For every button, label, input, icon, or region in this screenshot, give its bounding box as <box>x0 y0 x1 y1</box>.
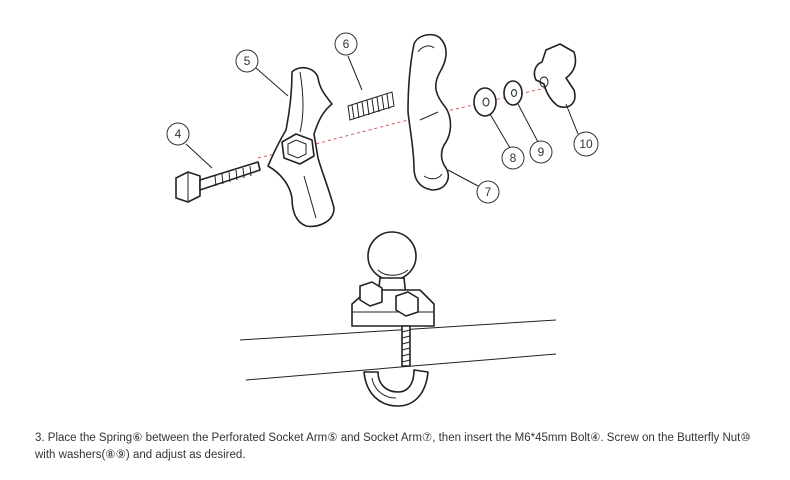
callout-7: 7 <box>447 169 500 204</box>
bolt-m6x45 <box>175 161 261 203</box>
assembly-instruction-text: 3. Place the Spring⑥ between the Perfora… <box>35 432 751 461</box>
washer-large <box>473 87 497 117</box>
washer-small <box>503 80 523 106</box>
callout-label-10: 10 <box>579 137 593 151</box>
callout-label-5: 5 <box>244 54 251 68</box>
spring <box>347 91 395 121</box>
socket-arm <box>407 33 452 191</box>
callout-label-9: 9 <box>538 145 545 159</box>
clamp-bolt-right <box>395 291 419 317</box>
mount-ball <box>367 231 417 281</box>
u-bolt-strap <box>363 369 429 407</box>
callout-label-4: 4 <box>175 127 182 141</box>
callout-8: 8 <box>489 113 525 170</box>
perforated-socket-arm <box>267 66 335 228</box>
handlebar-mount <box>239 231 557 407</box>
callout-10: 10 <box>565 103 599 157</box>
callout-6: 6 <box>334 32 363 91</box>
callout-label-6: 6 <box>343 37 350 51</box>
butterfly-nut <box>533 43 577 108</box>
exploded-assembly-diagram: 4 5 6 7 8 9 10 <box>166 32 599 407</box>
callout-9: 9 <box>517 103 553 164</box>
callout-5: 5 <box>235 49 289 97</box>
clamp-bolt-left <box>359 281 383 307</box>
callout-4: 4 <box>166 122 213 169</box>
callout-label-8: 8 <box>510 151 517 165</box>
callout-label-7: 7 <box>485 185 492 199</box>
